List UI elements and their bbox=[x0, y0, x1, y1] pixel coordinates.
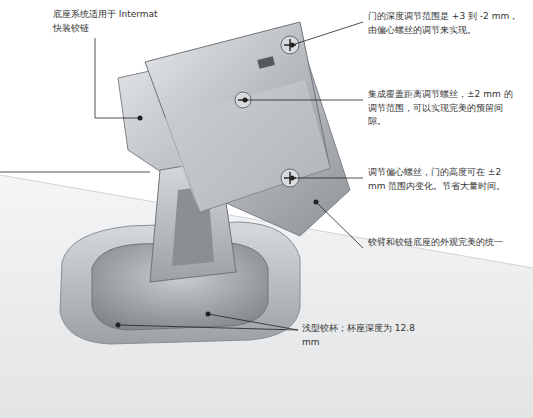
logo-plate bbox=[257, 56, 275, 69]
screw bbox=[281, 36, 299, 54]
callout-text: 门的深度调节范围是 +3 到 -2 mm，由偏心螺丝的调节来实现。 bbox=[368, 10, 520, 37]
callout-text: 浅型铰杯；杯座深度为 12.8 mm bbox=[302, 322, 426, 349]
leader-dots bbox=[116, 43, 319, 328]
callout-text: 底座系统适用于 Intermat 快装铰链 bbox=[53, 8, 165, 35]
callout-text: 调节偏心螺丝，门的高度可在 ±2 mm 范围内变化。节省大量时间。 bbox=[368, 166, 520, 193]
leader-lines bbox=[0, 22, 363, 330]
callout-text: 集成覆盖距离调节螺丝，±2 mm 的调节范围，可以实现完美的预留间隙。 bbox=[368, 88, 520, 129]
hinge-arm bbox=[145, 22, 330, 212]
callout-text: 铰臂和铰链底座的外观完美的统一 bbox=[368, 236, 520, 250]
